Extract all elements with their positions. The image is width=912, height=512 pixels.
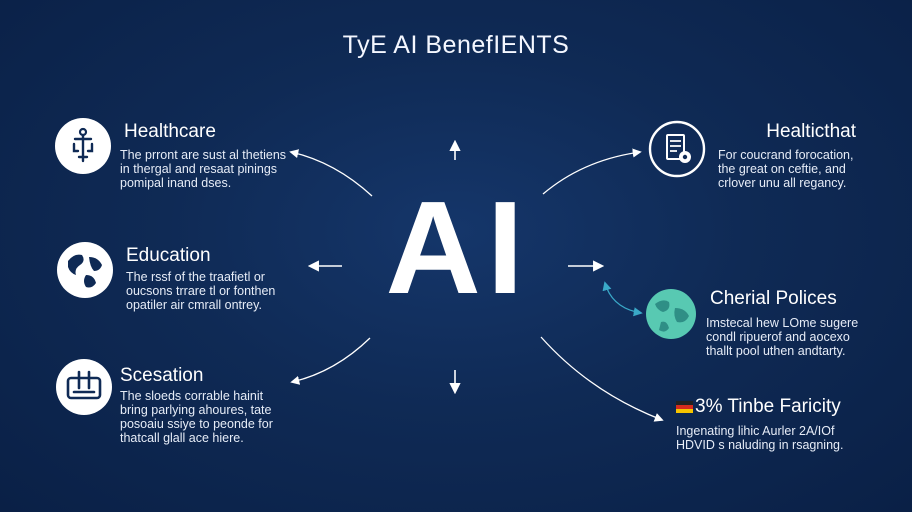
earth-icon bbox=[646, 289, 696, 339]
desc-line: The prront are sust al thetiens bbox=[120, 148, 287, 162]
desc-line: oucsons trrare tl or fonthen bbox=[126, 284, 276, 298]
arrow-tinbe-faricity bbox=[540, 336, 664, 422]
node-heading-scesation: Scesation bbox=[120, 365, 204, 386]
desc-line: opatiler air cmrall ontrey. bbox=[126, 298, 262, 312]
node-desc-scesation: The sloeds corrable hainit bring parlyin… bbox=[120, 389, 273, 445]
node-heading-tinbe-faricity: 3% Tinbe Faricity bbox=[695, 396, 841, 417]
center-ai-label: AI bbox=[385, 174, 530, 321]
desc-line: bring parlying ahoures, tate bbox=[120, 403, 272, 417]
node-heading-cherial-polices: Cherial Polices bbox=[710, 288, 837, 309]
desc-line: pomipal inand dses. bbox=[120, 176, 232, 190]
desc-line: posoaiu ssiye to peonde for bbox=[120, 417, 273, 431]
node-desc-education: The rssf of the traafietl or oucsons trr… bbox=[126, 270, 275, 312]
node-heading-healticthat: Healticthat bbox=[766, 121, 856, 142]
server-icon bbox=[56, 359, 112, 415]
arrow-cherial-polices bbox=[602, 281, 643, 317]
desc-line: Ingenating lihic Aurler 2A/IOf bbox=[676, 424, 835, 438]
node-desc-cherial-polices: Imstecal hew LOme sugere condl ripuerof … bbox=[706, 316, 858, 358]
desc-line: thallt pool uthen andtarty. bbox=[706, 344, 846, 358]
node-desc-healticthat: For coucrand forocation, the great on ce… bbox=[718, 148, 854, 190]
desc-line: in thergal and resaat pinings bbox=[120, 162, 278, 176]
globe-icon bbox=[57, 242, 113, 298]
desc-line: HDVID s naluding in rsagning. bbox=[676, 438, 844, 452]
node-heading-tinbe-faricity-row: 3% Tinbe Faricity bbox=[676, 396, 841, 418]
desc-line: Imstecal hew LOme sugere bbox=[706, 316, 859, 330]
arrow-scesation bbox=[290, 337, 371, 385]
page-title: TyE AI BenefIENTS bbox=[342, 31, 570, 59]
document-settings-icon bbox=[648, 120, 706, 178]
flag-icon bbox=[676, 401, 693, 413]
node-desc-tinbe-faricity: Ingenating lihic Aurler 2A/IOf HDVID s n… bbox=[676, 424, 843, 452]
node-heading-education: Education bbox=[126, 245, 211, 266]
node-desc-healthcare: The prront are sust al thetiens in therg… bbox=[120, 148, 286, 190]
desc-line: thatcall glall ace hiere. bbox=[120, 431, 244, 445]
medical-symbol-icon bbox=[55, 118, 111, 174]
arrow-healticthat bbox=[542, 148, 642, 195]
desc-line: The sloeds corrable hainit bbox=[120, 389, 264, 403]
desc-line: condl ripuerof and aocexo bbox=[706, 330, 850, 344]
desc-line: crlover unu all regancy. bbox=[718, 176, 847, 190]
desc-line: For coucrand forocation, bbox=[718, 148, 854, 162]
node-heading-healthcare: Healthcare bbox=[124, 121, 216, 142]
desc-line: The rssf of the traafietl or bbox=[126, 270, 265, 284]
arrow-healthcare bbox=[289, 149, 373, 197]
desc-line: the great on ceftie, and bbox=[718, 162, 846, 176]
